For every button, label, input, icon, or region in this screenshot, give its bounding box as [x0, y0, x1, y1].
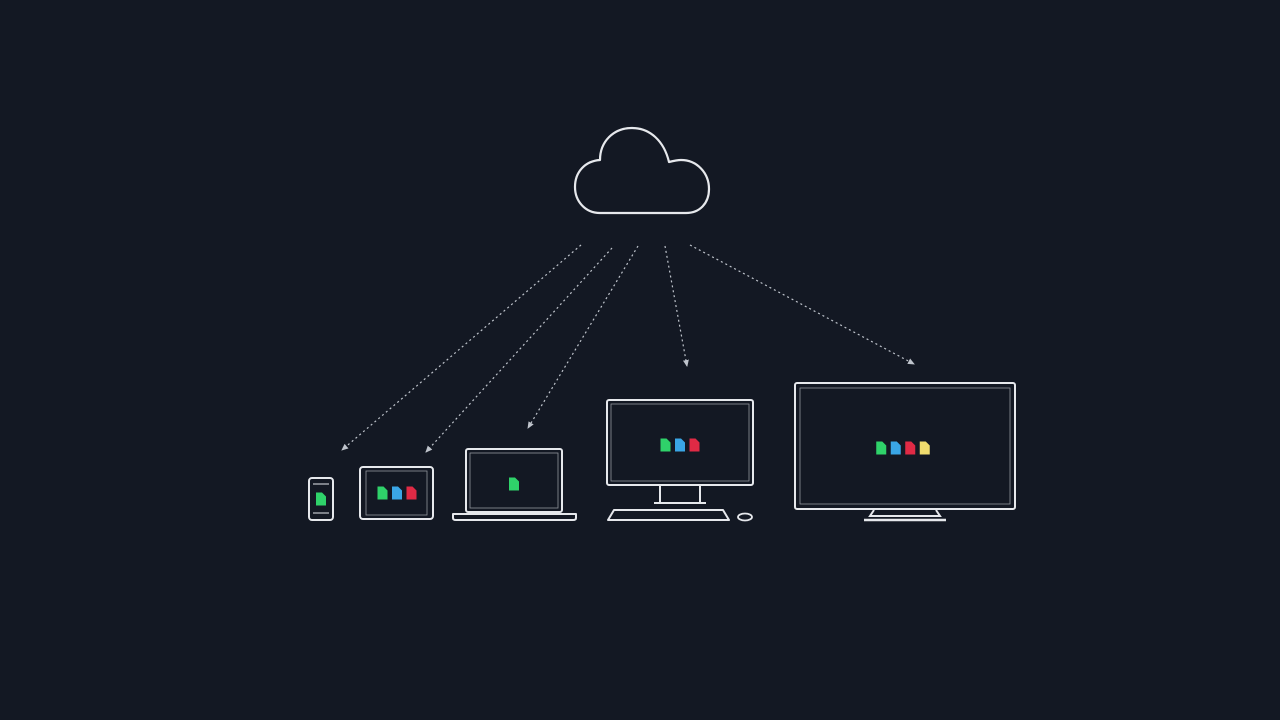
file-icon-green — [377, 486, 388, 500]
file-icon-green — [660, 438, 671, 452]
desktop-files — [660, 438, 700, 452]
file-icon-red — [689, 438, 700, 452]
mouse-icon — [737, 512, 753, 522]
file-icon-green — [876, 441, 887, 455]
file-icon-blue — [890, 441, 901, 455]
arrow-to-laptop — [527, 245, 639, 429]
file-icon-green — [509, 477, 519, 491]
arrow-to-tablet — [425, 247, 613, 453]
desktop-icon — [606, 399, 754, 522]
file-icon-red — [905, 441, 916, 455]
phone-files — [316, 492, 326, 506]
laptop-icon — [452, 448, 577, 521]
arrow-to-phone — [341, 244, 582, 451]
file-icon-yellow — [919, 441, 930, 455]
cloud-icon — [573, 126, 711, 215]
file-icon-blue — [392, 486, 402, 500]
tv-files — [876, 441, 930, 455]
file-icon-blue — [675, 438, 685, 452]
file-icon-red — [406, 486, 417, 500]
tablet-icon — [359, 466, 434, 520]
tablet-files — [377, 486, 417, 500]
tv-icon — [794, 382, 1016, 522]
arrow-to-desktop — [664, 245, 689, 367]
keyboard-icon — [607, 509, 730, 521]
file-icon-green — [316, 492, 326, 506]
arrow-to-tv — [689, 244, 915, 365]
sync-arrows — [341, 244, 915, 453]
phone-icon — [308, 477, 334, 521]
laptop-files — [509, 477, 519, 491]
